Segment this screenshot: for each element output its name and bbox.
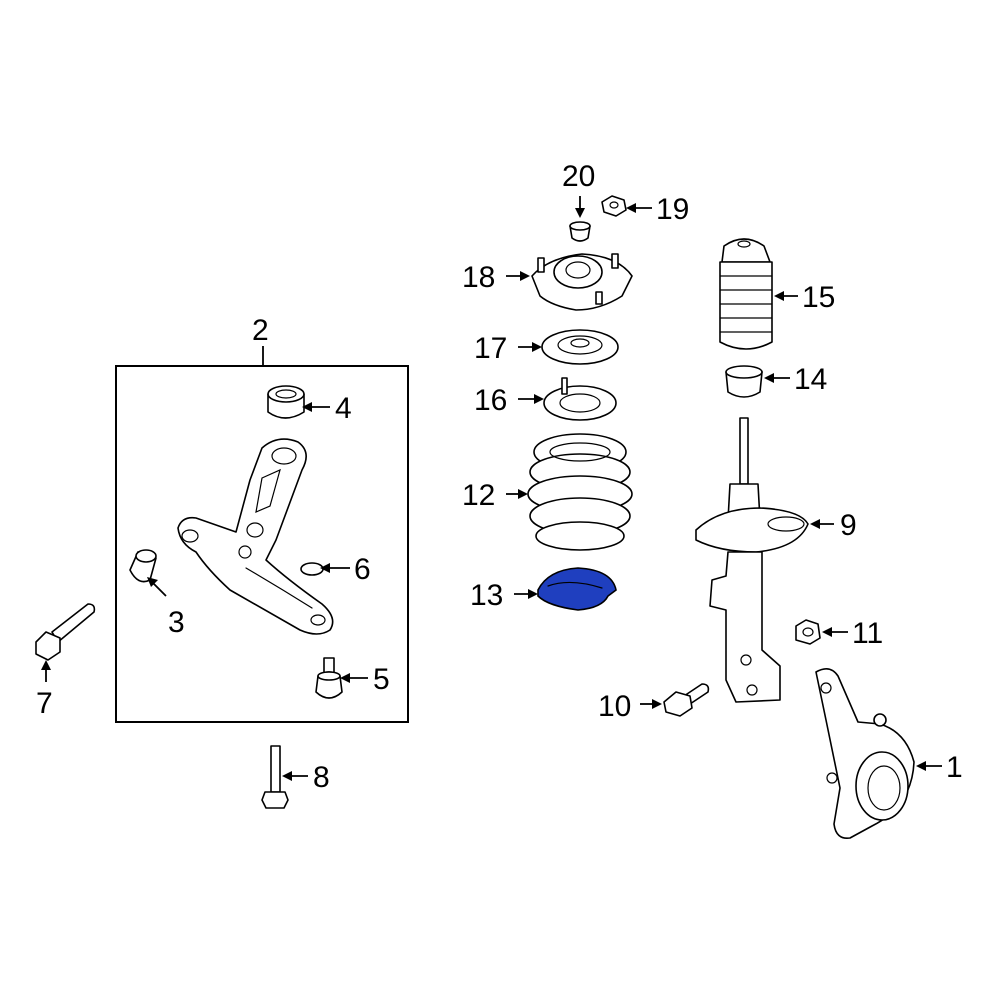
callout-7: 7 xyxy=(36,687,53,720)
part-7-bolt[interactable] xyxy=(35,603,96,661)
part-14-bump-stop[interactable] xyxy=(725,365,763,398)
callout-12: 12 xyxy=(462,479,495,512)
callout-5: 5 xyxy=(373,663,390,696)
callout-1: 1 xyxy=(946,751,963,784)
part-6-ring[interactable] xyxy=(300,562,324,576)
callout-14: 14 xyxy=(794,363,827,396)
callout-9: 9 xyxy=(840,509,857,542)
part-1-steering-knuckle[interactable] xyxy=(815,668,915,840)
part-4-bushing[interactable] xyxy=(267,385,305,419)
part-17-insulator[interactable] xyxy=(541,329,619,365)
callout-16: 16 xyxy=(474,384,507,417)
leader-lines xyxy=(41,196,942,781)
callout-3: 3 xyxy=(168,606,185,639)
callout-labels: 1 2 3 4 5 6 7 8 9 10 11 12 13 14 15 16 1… xyxy=(36,160,963,794)
control-arm-assembly-frame xyxy=(115,365,409,723)
callout-8: 8 xyxy=(313,761,330,794)
part-18-strut-mount[interactable] xyxy=(531,253,633,311)
callout-20: 20 xyxy=(562,160,595,193)
part-3-bushing[interactable] xyxy=(129,549,157,583)
part-12-coil-spring[interactable] xyxy=(527,433,633,551)
callout-13: 13 xyxy=(470,579,503,612)
callout-15: 15 xyxy=(802,281,835,314)
callout-4: 4 xyxy=(335,392,352,425)
part-9-strut[interactable] xyxy=(695,417,809,703)
callout-19: 19 xyxy=(656,193,689,226)
part-16-spring-seat[interactable] xyxy=(543,377,617,421)
part-15-dust-boot[interactable] xyxy=(719,238,773,350)
callout-11: 11 xyxy=(852,617,883,650)
callout-18: 18 xyxy=(462,261,495,294)
callout-6: 6 xyxy=(354,553,371,586)
part-10-bolt[interactable] xyxy=(663,683,710,717)
part-20-cap[interactable] xyxy=(569,221,591,242)
lower-control-arm[interactable] xyxy=(177,438,334,635)
callout-2: 2 xyxy=(252,314,269,347)
part-13-spring-pad[interactable] xyxy=(537,567,617,611)
part-8-bolt[interactable] xyxy=(261,745,289,809)
callout-17: 17 xyxy=(474,332,507,365)
part-11-nut[interactable] xyxy=(795,619,821,645)
part-19-nut[interactable] xyxy=(601,195,627,217)
callout-10: 10 xyxy=(598,690,631,723)
part-5-ball-joint[interactable] xyxy=(315,657,343,699)
